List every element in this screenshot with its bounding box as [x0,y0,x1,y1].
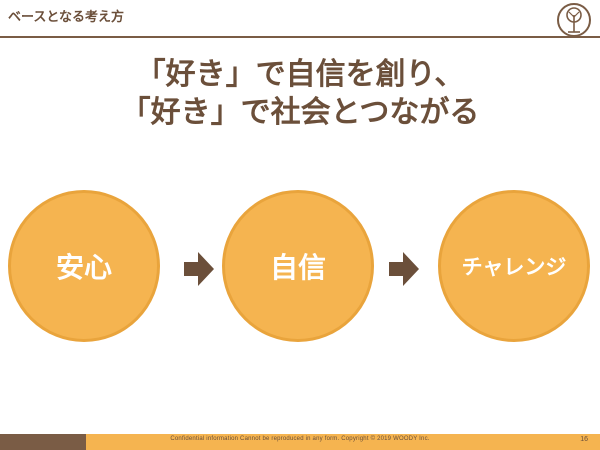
step-label: 自信 [269,251,326,284]
headline-line-1: 「好き」で自信を創り、 [135,57,465,92]
page-number: 16 [580,436,588,443]
step-circle-jishin: 自信 [222,190,374,342]
right-arrow-icon [184,252,214,286]
footer-bar [0,434,600,450]
footer-copyright: Confidential information Cannot be repro… [170,436,430,442]
tree-logo-icon [557,3,591,37]
step-circle-anshin: 安心 [8,190,160,342]
header-title: ベースとなる考え方 [8,10,124,25]
header-rule [0,36,600,38]
headline: 「好き」で自信を創り、 「好き」で社会とつながる [0,56,600,132]
step-circle-challenge: チャレンジ [438,190,590,342]
step-label: 安心 [55,251,112,284]
right-arrow-icon [389,252,419,286]
headline-line-2: 「好き」で社会とつながる [120,95,480,130]
footer-accent [0,434,86,450]
step-label: チャレンジ [461,255,567,279]
